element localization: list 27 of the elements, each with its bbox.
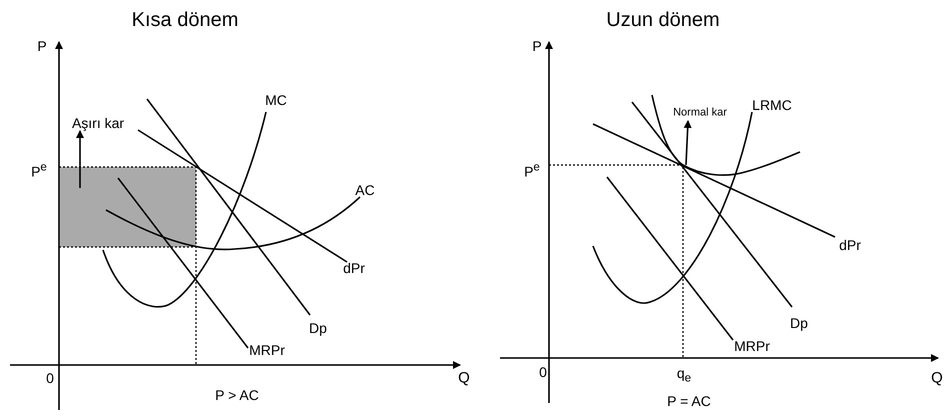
annotation-text: Aşırı kar (72, 116, 124, 130)
axis-label: 0 (46, 371, 54, 385)
condition-text: P > AC (215, 388, 259, 402)
axis-label: Q (931, 370, 943, 386)
arrow (684, 120, 692, 166)
curve-label: dPr (839, 238, 861, 252)
arrow (76, 130, 84, 188)
panel-title: Uzun dönem (606, 10, 720, 30)
curve-label: Dp (309, 321, 327, 335)
shaded-profit-area (60, 167, 196, 247)
curve-label: AC (355, 183, 375, 197)
axis-label: P$^{e}$ (524, 162, 540, 178)
curve-label: Dp (790, 316, 808, 330)
axis-label: 0 (539, 365, 547, 379)
axis-label: P$^{e}$ (31, 162, 47, 178)
axis-label: P (532, 39, 542, 53)
panel-title: Kısa dönem (132, 10, 238, 30)
curve-label: dPr (343, 261, 365, 275)
axis-label: Q (458, 370, 470, 386)
curve-label: MRPr (249, 343, 285, 357)
curve-label: MC (265, 93, 287, 107)
curve-label: MRPr (734, 339, 770, 353)
axis-label: P (37, 39, 47, 53)
annotation-text: Normal kar (673, 108, 727, 118)
curve-label: LRMC (752, 98, 792, 112)
axis-label: q$_{e}$ (676, 366, 692, 384)
condition-text: P = AC (667, 394, 711, 408)
